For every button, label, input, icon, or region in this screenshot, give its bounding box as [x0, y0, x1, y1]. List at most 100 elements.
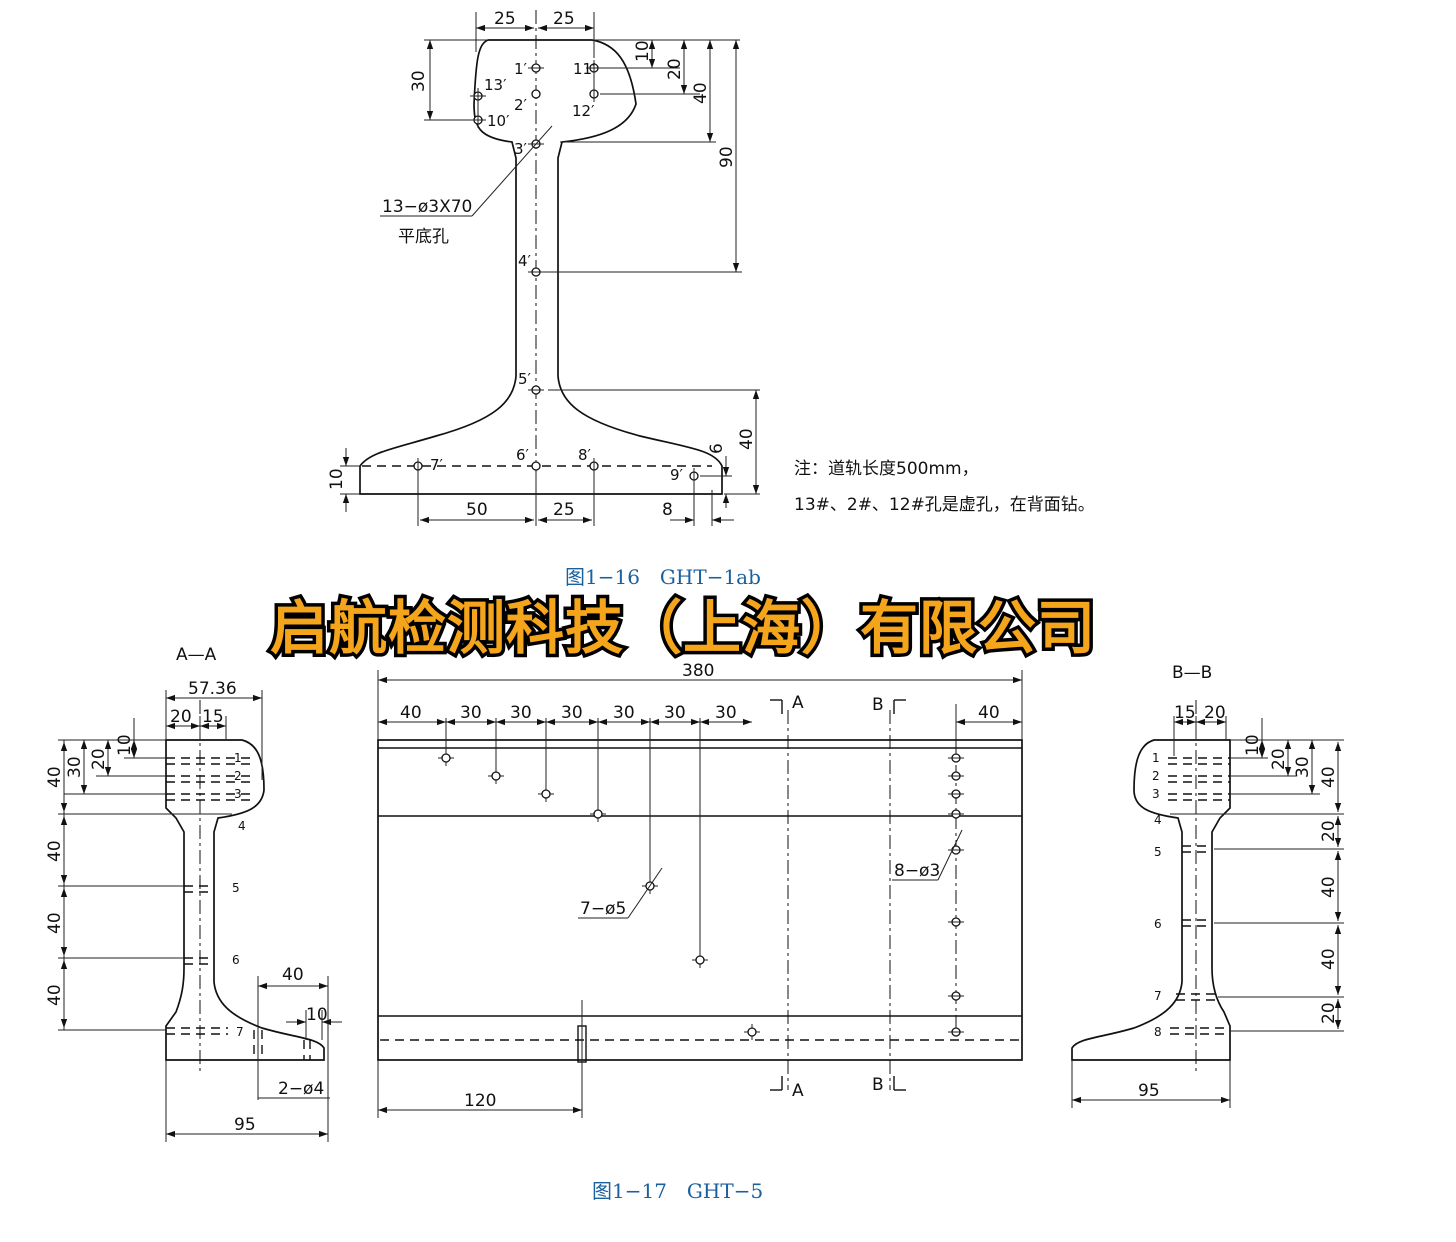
bb-n2: 2	[1152, 769, 1160, 783]
section-b-top: B	[872, 695, 884, 715]
figure-ght-1ab: 1′ 11′ 13′ 2′ 12′ 10′ 3′ 4′ 5′ 6′ 7′ 8′ …	[327, 9, 1095, 589]
bb-dim-v20-c: 20	[1319, 1002, 1339, 1024]
front-dim-40-right: 40	[978, 703, 1000, 723]
hole-label-13: 13′	[484, 76, 507, 94]
aa-dim-v20: 20	[89, 748, 109, 770]
aa-dim-57-36: 57.36	[188, 679, 237, 699]
aa-holes-2-phi4: 2−ø4	[278, 1079, 324, 1099]
spacing-label: 40	[400, 703, 422, 723]
aa-dim-v40-a: 40	[45, 766, 65, 788]
spacing-label: 30	[460, 703, 482, 723]
hole-label-2: 2′	[514, 96, 528, 114]
front-holes-8-phi3	[948, 753, 964, 1037]
hole-labels: 1′ 11′ 13′ 2′ 12′ 10′ 3′ 4′ 5′ 6′ 7′ 8′ …	[430, 60, 684, 484]
bb-dim-v10: 10	[1243, 734, 1263, 756]
dim-30: 30	[409, 70, 429, 92]
bb-dim-v40-b: 40	[1319, 876, 1339, 898]
leader-flat-bottom: 平底孔	[398, 227, 449, 247]
dim-8: 8	[662, 500, 673, 520]
front-holes-7-phi5	[438, 718, 760, 1040]
dim-40-top: 40	[691, 82, 711, 104]
bb-dim-20: 20	[1204, 703, 1226, 723]
aa-dim-20: 20	[170, 707, 192, 727]
hole-label-8: 8′	[578, 446, 592, 464]
aa-dim-v40-d: 40	[45, 984, 65, 1006]
leader-7-phi5: 7−ø5	[580, 899, 626, 919]
spacing-label: 30	[561, 703, 583, 723]
company-watermark: 启航检测科技（上海）有限公司	[270, 594, 1096, 662]
leader-8-phi3: 8−ø3	[894, 861, 940, 881]
aa-dim-10: 10	[306, 1005, 328, 1025]
dim-10-top: 10	[633, 40, 653, 62]
bb-dimensions: 15 20 10 20 30 40 20 40 40	[1071, 703, 1344, 1108]
note-line-2: 13#、2#、12#孔是虚孔，在背面钻。	[794, 495, 1095, 515]
hole-6	[531, 461, 541, 471]
dim-90: 90	[717, 146, 737, 168]
front-dim-120: 120	[464, 1091, 496, 1111]
dim-6: 6	[707, 443, 727, 454]
aa-dim-40: 40	[282, 965, 304, 985]
bb-dim-15: 15	[1174, 703, 1196, 723]
hole-label-3: 3′	[514, 140, 528, 158]
aa-n6: 6	[232, 953, 240, 967]
spacing-label: 30	[715, 703, 737, 723]
dim-25-left: 25	[494, 9, 516, 29]
caption-fig-1-16: 图1−16 GHT−1ab	[565, 565, 761, 589]
front-spacing-labels: 40 30 30 30 30 30 30	[400, 703, 737, 723]
aa-dim-v30: 30	[65, 756, 85, 778]
section-b-b-title: B—B	[1172, 663, 1212, 683]
leader-13-holes: 13−ø3X70	[382, 197, 472, 217]
aa-n4: 4	[238, 819, 246, 833]
hole-2	[531, 89, 541, 99]
aa-dim-95: 95	[234, 1115, 256, 1135]
dim-25-base: 25	[553, 500, 575, 520]
aa-dim-15: 15	[202, 707, 224, 727]
section-b-b: B—B 1 2 3 4 5 6 7 8 15	[1071, 663, 1344, 1108]
aa-n3: 3	[234, 787, 242, 801]
bb-dim-v40: 40	[1319, 766, 1339, 788]
hole-label-1: 1′	[514, 60, 528, 78]
dim-40-base: 40	[737, 428, 757, 450]
dim-25-right: 25	[553, 9, 575, 29]
fig1-dimensions: 25 25 30 10 20 40 90 40	[327, 9, 760, 526]
bb-n6: 6	[1154, 917, 1162, 931]
bb-hole-numbers: 1 2 3 4 5 6 7 8	[1152, 751, 1162, 1039]
section-a-bottom: A	[792, 1081, 804, 1101]
rail-holes	[413, 60, 699, 484]
hole-label-7: 7′	[430, 456, 444, 474]
note-line-1: 注：道轨长度500mm，	[794, 459, 979, 479]
dim-20-top: 20	[665, 58, 685, 80]
front-view: A A B B 7−ø5	[377, 661, 1023, 1118]
hole-label-6: 6′	[516, 446, 530, 464]
aa-n7: 7	[236, 1025, 244, 1039]
aa-profile-outline	[165, 739, 325, 1061]
bb-dim-v20-b: 20	[1319, 820, 1339, 842]
dim-10-base: 10	[327, 468, 347, 490]
aa-hole-lines	[166, 757, 311, 1060]
bb-dim-v40-c: 40	[1319, 948, 1339, 970]
hole-label-12: 12′	[572, 102, 595, 120]
bb-dim-95: 95	[1138, 1081, 1160, 1101]
section-a-a-title: A—A	[176, 645, 217, 665]
bb-dim-v20: 20	[1269, 748, 1289, 770]
rail-profile-outline	[359, 39, 723, 495]
bb-n3: 3	[1152, 787, 1160, 801]
aa-hole-numbers: 1 2 3 4 5 6 7	[232, 751, 246, 1039]
section-a-top: A	[792, 693, 804, 713]
caption-fig-1-17: 图1−17 GHT−5	[592, 1179, 763, 1203]
bb-hole-lines	[1168, 757, 1230, 1035]
hole-label-4: 4′	[518, 252, 532, 270]
aa-n5: 5	[232, 881, 240, 895]
bb-n1: 1	[1152, 751, 1160, 765]
aa-dim-v10: 10	[115, 734, 135, 756]
dim-50: 50	[466, 500, 488, 520]
bb-profile-outline	[1071, 739, 1231, 1061]
front-dim-380: 380	[682, 661, 714, 681]
aa-dim-v40-b: 40	[45, 840, 65, 862]
bb-n8: 8	[1154, 1025, 1162, 1039]
hole-label-9: 9′	[670, 466, 684, 484]
hole-leader: 13−ø3X70 平底孔	[380, 125, 553, 247]
aa-n1: 1	[234, 751, 242, 765]
spacing-label: 30	[613, 703, 635, 723]
